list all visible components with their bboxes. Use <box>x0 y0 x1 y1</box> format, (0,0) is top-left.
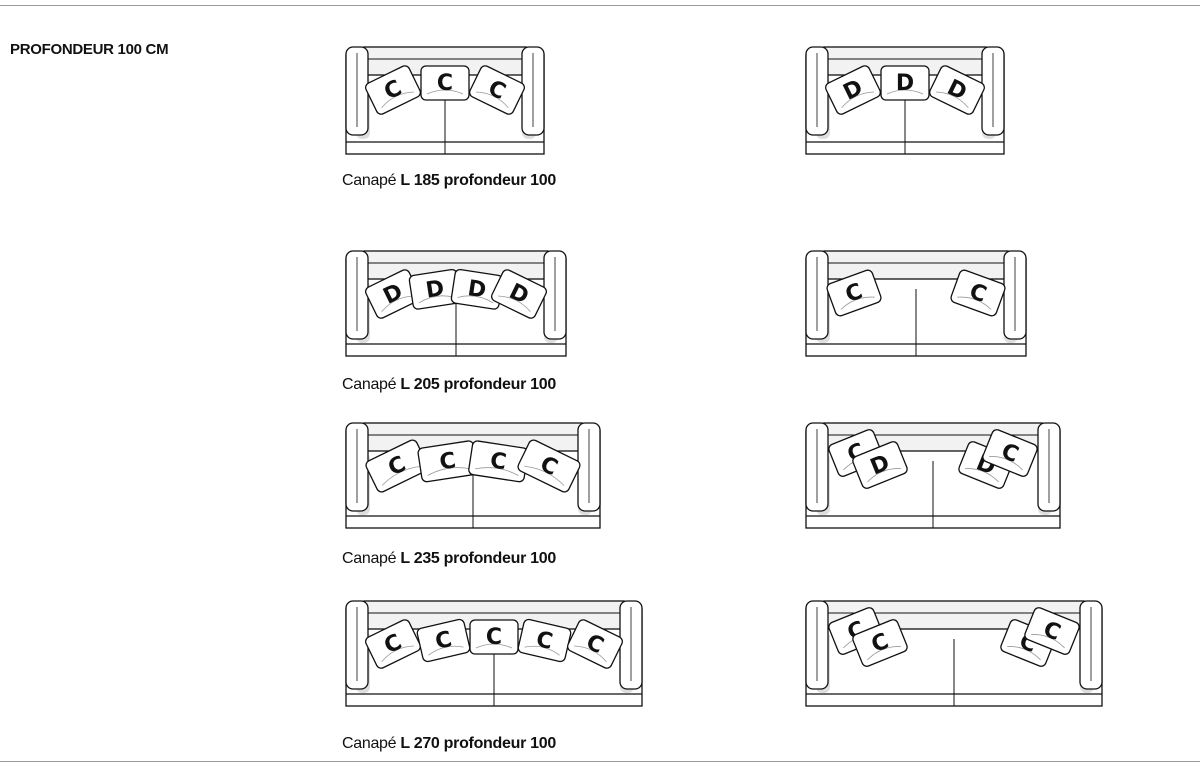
cushion-letter: D <box>896 71 914 96</box>
cushion: C <box>420 65 470 101</box>
cushion: D <box>825 65 881 115</box>
caption-l185: Canapé L 185 profondeur 100 <box>342 172 556 190</box>
cushion: D <box>408 268 462 310</box>
cushion-letter: C <box>842 279 866 308</box>
cushion-letter: D <box>466 276 488 303</box>
cushion: C <box>416 618 471 663</box>
caption-model: L 235 profondeur 100 <box>400 550 556 567</box>
cushion: C <box>365 439 429 493</box>
cushion: C <box>1024 607 1080 655</box>
cushion: C <box>517 618 572 663</box>
cushion: D <box>491 269 547 319</box>
caption-l270: Canapé L 270 profondeur 100 <box>342 735 556 753</box>
top-divider <box>0 5 1200 6</box>
caption-l205: Canapé L 205 profondeur 100 <box>342 376 556 394</box>
cushion: C <box>417 440 478 483</box>
cushion: C <box>517 439 581 493</box>
caption-prefix: Canapé <box>342 376 397 393</box>
cushion: C <box>365 619 421 669</box>
cushion-letter: C <box>438 448 458 475</box>
cushion: D <box>852 441 908 489</box>
cushion: D <box>929 65 985 115</box>
cushion: C <box>826 269 882 317</box>
cushion: D <box>365 269 421 319</box>
caption-l235: Canapé L 235 profondeur 100 <box>342 550 556 568</box>
section-title: PROFONDEUR 100 CM <box>10 41 169 58</box>
cushion-letter: D <box>424 276 446 303</box>
cushion-letter: C <box>433 627 454 655</box>
cushion-letter: C <box>488 448 508 475</box>
caption-model: L 185 profondeur 100 <box>400 172 556 189</box>
cushion: C <box>567 619 623 669</box>
cushion: C <box>365 65 421 115</box>
caption-model: L 205 profondeur 100 <box>400 376 556 393</box>
cushion: C <box>950 269 1006 317</box>
caption-prefix: Canapé <box>342 172 397 189</box>
bottom-divider <box>0 761 1200 762</box>
cushion: C <box>469 619 519 655</box>
cushion-letter: C <box>966 279 990 308</box>
cushion: C <box>468 440 529 483</box>
cushion: C <box>469 65 525 115</box>
cushion: D <box>450 268 504 310</box>
cushion-letter: C <box>437 71 453 96</box>
caption-model: L 270 profondeur 100 <box>400 735 556 752</box>
cushion: D <box>880 65 930 101</box>
cushion-letter: C <box>534 627 555 655</box>
caption-prefix: Canapé <box>342 735 397 752</box>
cushion: C <box>852 619 908 667</box>
cushion: C <box>982 429 1038 477</box>
caption-prefix: Canapé <box>342 550 397 567</box>
cushion-letter: C <box>486 625 502 650</box>
